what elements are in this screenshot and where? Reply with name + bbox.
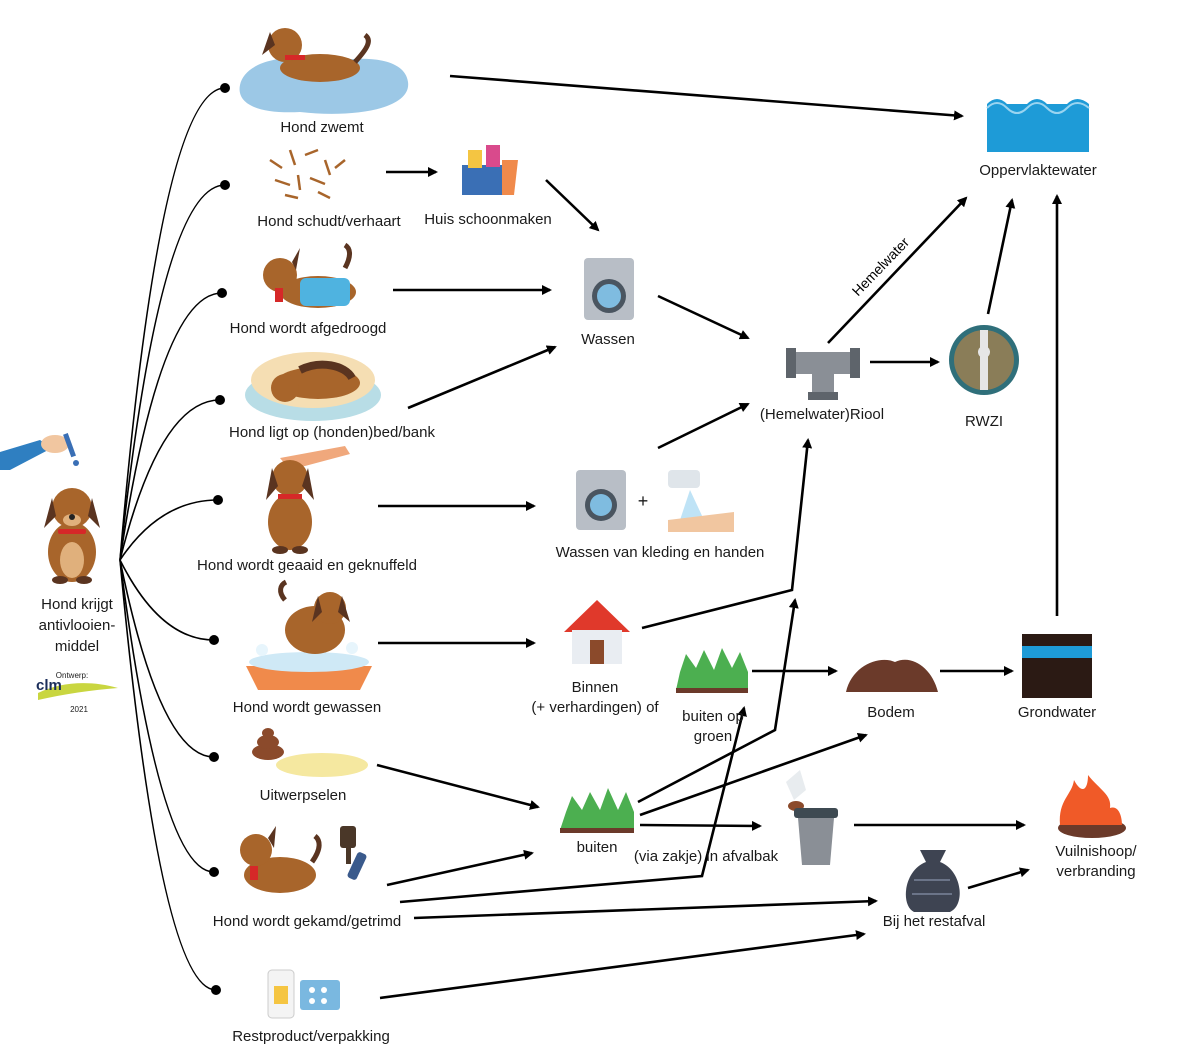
fan-dot-afgedroogd: [217, 288, 227, 298]
arrow-riool-oppervlaktewater: [827, 196, 968, 344]
swimming-dog-icon: [239, 28, 409, 114]
label-vuilnishoop: Vuilnishoop/ verbranding: [1055, 843, 1137, 880]
label-grondwater: Grondwater: [1017, 704, 1097, 721]
washing-hands-icon: [576, 470, 734, 532]
label-geaaid: Hond wordt geaaid en geknuffeld: [197, 557, 417, 574]
fan-line-schudt: [119, 184, 226, 561]
arrow-binnen-riool: [641, 438, 813, 630]
fan-dot-schudt: [220, 180, 230, 190]
fire-icon: [1058, 775, 1126, 838]
arrow-buiten-riool: [637, 598, 799, 804]
fan-dot-zwemt: [220, 83, 230, 93]
garbage-bag-icon: [905, 850, 960, 912]
clm-logo: clm: [36, 677, 118, 700]
grass-outside-icon: [560, 788, 634, 833]
sewer-pipe-icon: [786, 348, 860, 400]
arrow-restafval-vuilnishoop: [967, 867, 1030, 890]
waste-bin-icon: [786, 770, 838, 865]
shed-hair-icon: [269, 148, 346, 200]
fan-connectors: [119, 87, 226, 991]
packaging-icon: [267, 969, 340, 1019]
surface-water-icon: [986, 99, 1090, 152]
pipette-hand-icon: [0, 433, 79, 470]
grass-green-icon: [676, 648, 748, 693]
fan-line-afgedroogd: [119, 292, 223, 561]
fan-line-restproduct: [119, 559, 217, 991]
house-icon: [564, 600, 630, 664]
label-gekamd: Hond wordt gekamd/getrimd: [212, 913, 402, 930]
label-wassen: Wassen: [581, 331, 635, 348]
arrow-buiten-afvalbak: [639, 820, 762, 831]
label-zwemt: Hond zwemt: [280, 119, 364, 136]
arrow-gekamd-restafval: [413, 896, 878, 920]
dog-bed-icon: [245, 352, 381, 421]
arrow-wassen-riool: [657, 294, 750, 340]
clm-logo-text: clm: [36, 677, 62, 694]
fan-line-uitwerpselen: [119, 559, 215, 758]
credit-title: Ontwerp:: [55, 671, 89, 680]
label-bodem: Bodem: [867, 704, 915, 721]
sitting-dog-icon: [44, 488, 100, 584]
label-schoonmaken: Huis schoonmaken: [424, 211, 552, 228]
arrow-schoonmaken-wassen: [545, 179, 600, 232]
arrow-zwemt-oppervlaktewater: [449, 74, 964, 121]
label-rwzi: RWZI: [964, 413, 1004, 430]
label-restafval: Bij het restafval: [882, 913, 986, 930]
credit-year: 2021: [70, 705, 88, 714]
label-gewassen: Hond wordt gewassen: [232, 699, 382, 716]
source-node: [0, 433, 100, 584]
treatment-plant-icon: [949, 325, 1019, 395]
arrow-ligt-wassen: [407, 345, 557, 410]
soil-icon: [846, 659, 938, 692]
fan-dot-ligt: [215, 395, 225, 405]
label-wassen-kleding: Wassen van kleding en handen: [555, 544, 765, 561]
fan-dot-uitwerpselen: [209, 752, 219, 762]
label-riool: (Hemelwater)Riool: [759, 406, 885, 423]
arrow-rwzi-oppervlaktewater: [986, 198, 1016, 315]
arrow-wassenkleding-riool: [657, 402, 750, 450]
arrow-restproduct-restafval: [379, 930, 866, 1000]
dog-towel-icon: [263, 242, 356, 308]
label-plus: +: [637, 491, 649, 511]
arrow-buiten-bodem: [639, 732, 868, 817]
label-afgedroogd: Hond wordt afgedroogd: [229, 320, 387, 337]
label-ligt: Hond ligt op (honden)bed/bank: [229, 424, 435, 441]
label-afvalbak: (via zakje) in afvalbak: [633, 848, 779, 865]
label-schudt: Hond schudt/verhaart: [257, 213, 401, 230]
poop-icon: [252, 728, 368, 777]
fan-dot-gewassen: [209, 635, 219, 645]
source-label: Hond krijgt antivlooien- middel: [38, 596, 116, 655]
label-buiten: buiten: [576, 839, 618, 856]
fan-dot-geaaid: [213, 495, 223, 505]
flow-arrows: [376, 74, 1062, 1000]
fan-line-gewassen: [119, 559, 215, 641]
arrow-uitwerpselen-buiten: [376, 763, 540, 810]
fan-dots: [209, 83, 230, 995]
fan-line-zwemt: [119, 87, 226, 561]
petting-dog-icon: [266, 446, 350, 554]
fan-line-gekamd: [119, 559, 215, 873]
label-restproduct: Restproduct/verpakking: [232, 1028, 390, 1045]
fan-dot-gekamd: [209, 867, 219, 877]
dog-brush-icon: [240, 826, 367, 893]
arrow-gekamd-riool: [399, 706, 747, 904]
label-buiten-groen: buiten op groen: [682, 708, 744, 745]
label-uitwerpselen: Uitwerpselen: [259, 787, 347, 804]
label-oppervlaktewater: Oppervlaktewater: [979, 162, 1097, 179]
groundwater-icon: [1022, 634, 1092, 698]
fan-dot-restproduct: [211, 985, 221, 995]
arrow-gekamd-buiten: [386, 849, 534, 887]
dog-bath-icon: [246, 579, 372, 690]
label-binnen: Binnen (+ verhardingen) of: [531, 679, 659, 716]
washing-machine-icon: [584, 258, 634, 320]
fan-line-geaaid: [119, 499, 219, 561]
fan-line-ligt: [119, 399, 221, 561]
cleaning-supplies-icon: [462, 145, 518, 195]
